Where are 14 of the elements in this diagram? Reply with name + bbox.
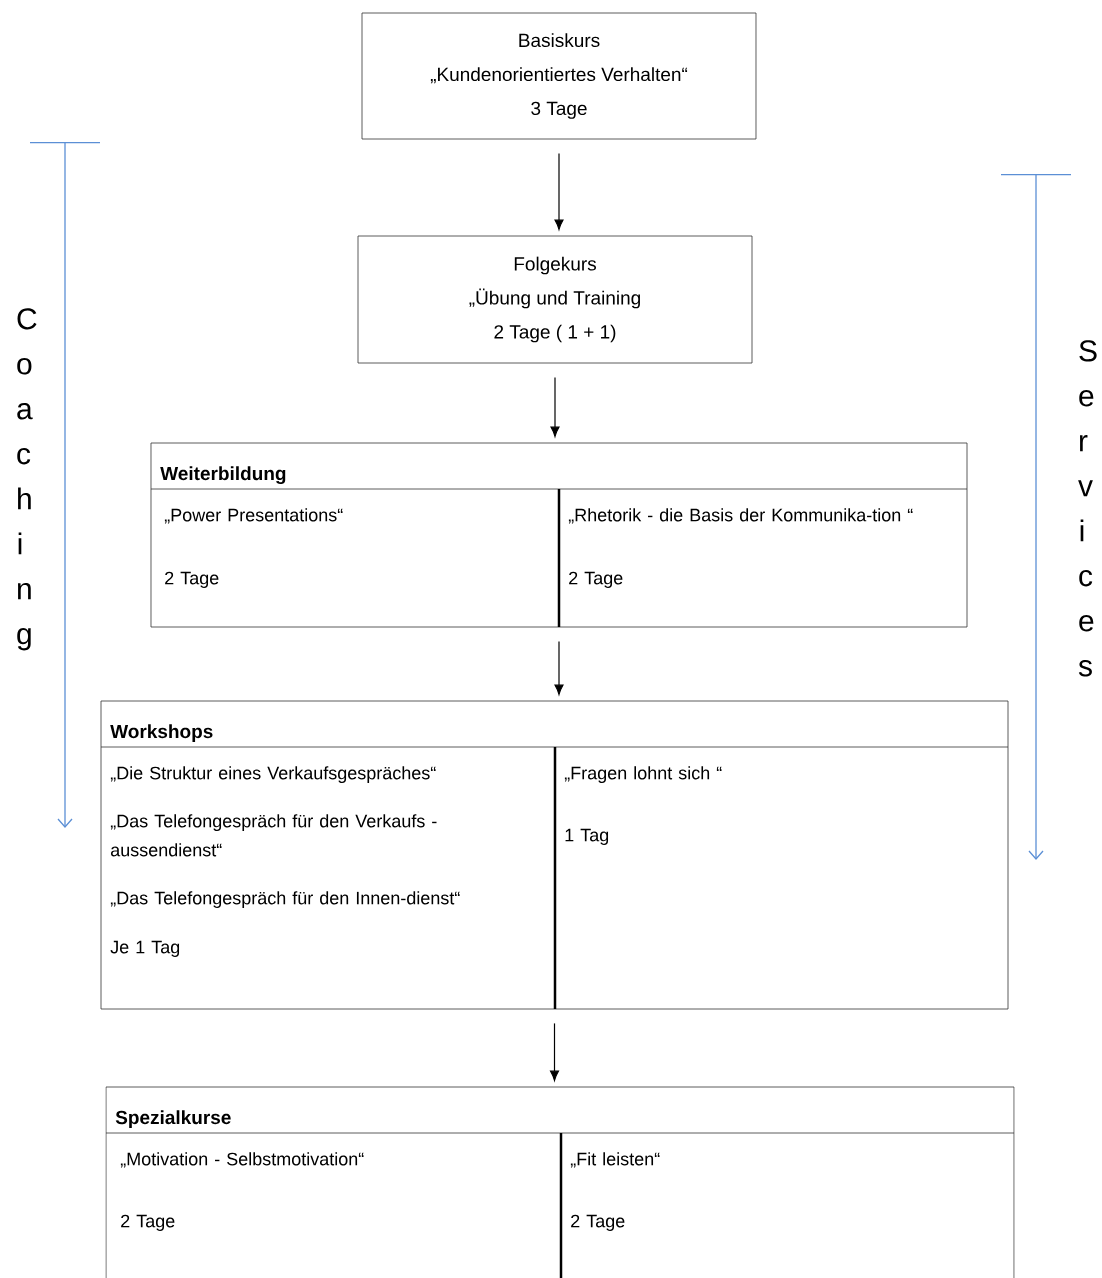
vertical-label: Services xyxy=(1078,340,1097,677)
table-cell: „Motivation - Selbstmotivation“ 2 Tage xyxy=(120,1152,364,1231)
table-cell: „Fragen lohnt sich “ 1 Tag xyxy=(564,766,722,845)
table-cell: „Die Struktur eines Verkaufsgespräches“ „Das Telefongespräch für den Verkaufs - aussendienst“ „Das Telefongespräch für den Innen-dienst“ Je 1 Tag xyxy=(110,766,460,957)
table-cell: „Rhetorik - die Basis der Kommunika-tion “ 2 Tage xyxy=(568,508,913,588)
arrow xyxy=(550,376,560,437)
course-box: Basiskurs „Kundenorientiertes Verhalten“ 3 Tage xyxy=(361,12,757,140)
arrow xyxy=(550,1022,559,1081)
table-cell: „Fit leisten“ 2 Tage xyxy=(570,1152,660,1231)
arrow xyxy=(554,152,564,230)
table-cell: „Power Presentations“ 2 Tage xyxy=(164,508,343,588)
arrow xyxy=(554,640,564,695)
course-box: Folgekurs „Übung und Training 2 Tage ( 1 + 1) xyxy=(357,235,753,364)
vertical-label: Coaching xyxy=(17,308,37,651)
